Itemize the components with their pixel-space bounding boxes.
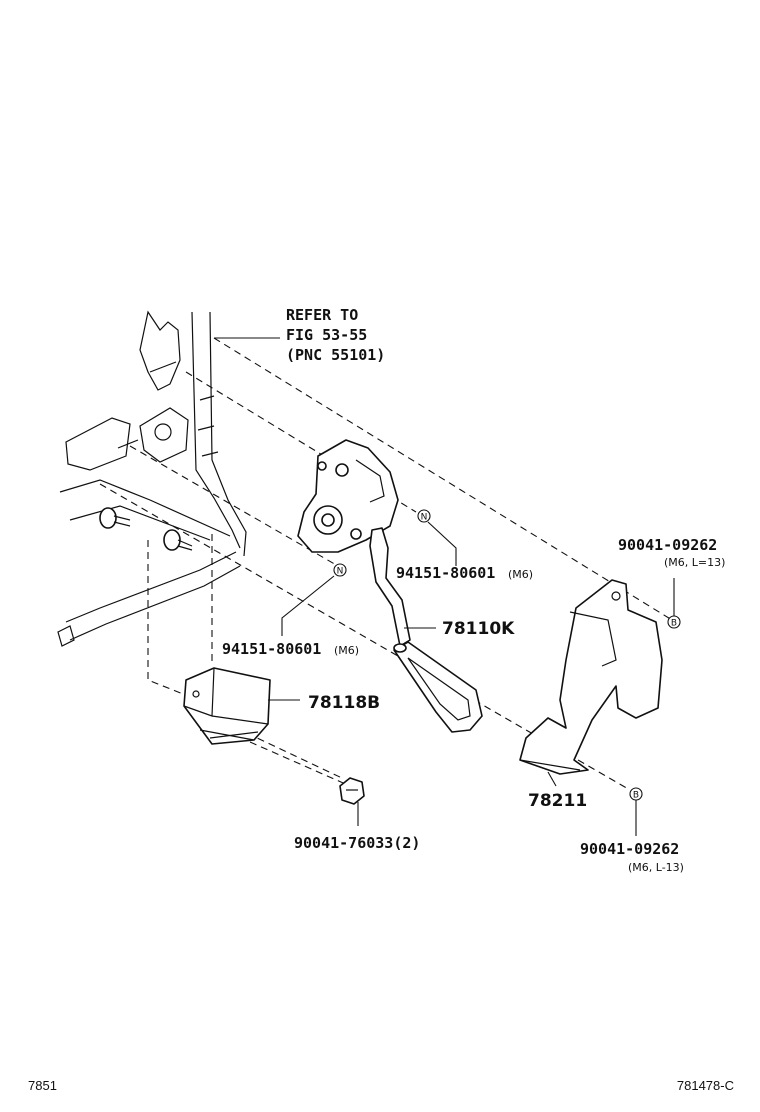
protector-part-number: 78118B: [308, 693, 380, 713]
marker-b-lower: B: [629, 787, 643, 801]
footer-left-code: 7851: [28, 1078, 57, 1093]
screw-top-spec: (M6, L=13): [664, 556, 725, 569]
bolt-b-part-number: 94151-80601: [222, 640, 321, 658]
refer-note-line2: FIG 53-55: [286, 326, 367, 344]
screw-top-part-number: 90041-09262: [618, 536, 717, 554]
bolt-a-spec: (M6): [508, 568, 533, 581]
leader-lines: [268, 521, 675, 836]
stud-bolt-icon: [163, 529, 193, 551]
refer-note-line1: REFER TO: [286, 306, 358, 324]
marker-n-lower: N: [333, 563, 347, 577]
pedal-bracket-78211: [519, 579, 663, 775]
svg-text:N: N: [421, 513, 428, 523]
marker-b-upper: B: [667, 615, 681, 629]
svg-text:B: B: [671, 619, 677, 629]
screw-bottom-part-number: 90041-09262: [580, 840, 679, 858]
clip-nut-icon: [339, 777, 365, 805]
marker-n-upper: N: [417, 509, 431, 523]
bracket-part-number: 78211: [528, 791, 587, 811]
bolt-b-spec: (M6): [334, 644, 359, 657]
footer-right-code: 781478-C: [677, 1078, 734, 1093]
pedal-assembly-part-number: 78110K: [442, 619, 515, 639]
clip-part-number: 90041-76033(2): [294, 834, 420, 852]
bolt-a-part-number: 94151-80601: [396, 564, 495, 582]
stud-bolt-icon: [99, 507, 131, 529]
body-structure: [57, 310, 247, 647]
accelerator-pedal-assembly: [297, 439, 483, 733]
screw-bottom-spec: (M6, L-13): [628, 861, 684, 874]
svg-text:N: N: [337, 567, 344, 577]
svg-text:B: B: [633, 791, 639, 801]
refer-note-line3: (PNC 55101): [286, 346, 385, 364]
pedal-protector-78118b: [183, 667, 271, 745]
alignment-dashed-lines: [99, 337, 673, 791]
